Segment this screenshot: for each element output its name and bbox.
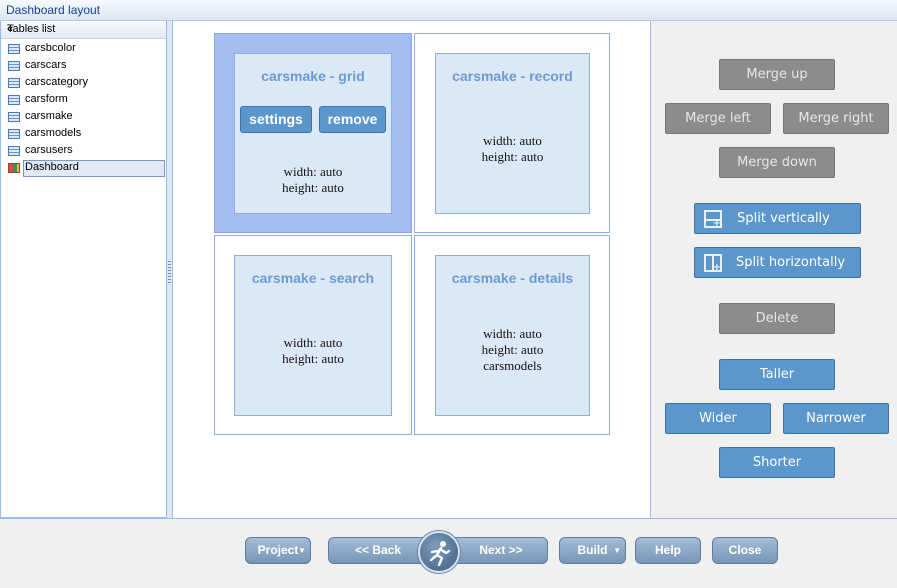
merge-right-button[interactable]: Merge right	[783, 103, 889, 134]
project-button[interactable]: Project ▼	[245, 537, 311, 564]
layout-cell-grid[interactable]: carsmake - grid settings remove width: a…	[214, 33, 412, 233]
window-titlebar: Dashboard layout	[0, 0, 897, 21]
table-icon	[8, 95, 20, 105]
footer-bar: Project ▼ << Back Next >> Build ▼ Help C…	[0, 518, 897, 588]
shorter-button[interactable]: Shorter	[719, 447, 835, 478]
table-item-label: carsmodels	[25, 127, 82, 139]
tables-list: carsbcolor carscars carscategory carsfor…	[1, 39, 166, 177]
table-icon	[8, 44, 20, 54]
table-item-label: carscars	[25, 59, 67, 71]
close-button[interactable]: Close	[712, 537, 778, 564]
window-title: Dashboard layout	[6, 3, 101, 17]
wider-button[interactable]: Wider	[665, 403, 771, 434]
build-label: Build	[577, 543, 608, 557]
run-icon[interactable]	[418, 531, 460, 573]
cell-height: height: auto	[282, 351, 344, 366]
splitter-grip-icon[interactable]	[168, 261, 171, 283]
split-horizontally-label: Split horizontally	[735, 255, 846, 270]
table-item-label: carsusers	[25, 144, 73, 156]
table-item-carsbcolor[interactable]: carsbcolor	[1, 41, 166, 58]
help-button[interactable]: Help	[635, 537, 701, 564]
layout-cell-search[interactable]: carsmake - search width: auto height: au…	[214, 235, 412, 435]
cell-content: carsmake - details width: auto height: a…	[435, 255, 590, 416]
split-horizontally-button[interactable]: + Split horizontally	[694, 247, 861, 278]
cell-width: width: auto	[283, 335, 343, 350]
settings-button[interactable]: settings	[240, 106, 312, 133]
table-item-label: carscategory	[25, 76, 88, 88]
cell-title: carsmake - details	[451, 270, 574, 286]
table-item-carscars[interactable]: carscars	[1, 58, 166, 75]
actions-panel: Merge up Merge left Merge right Merge do…	[651, 21, 897, 518]
cell-content: carsmake - search width: auto height: au…	[234, 255, 392, 416]
merge-left-button[interactable]: Merge left	[665, 103, 771, 134]
cell-width: width: auto	[483, 326, 542, 341]
build-button[interactable]: Build ▼	[559, 537, 626, 564]
dropdown-arrow-icon: ▼	[298, 546, 306, 555]
cell-width: width: auto	[283, 164, 343, 179]
project-label: Project	[257, 543, 299, 557]
table-item-label: carsbcolor	[25, 42, 76, 54]
table-icon	[8, 112, 20, 122]
cell-title: carsmake - record	[452, 68, 573, 84]
layout-canvas: carsmake - grid settings remove width: a…	[173, 21, 651, 518]
cell-info: width: auto height: auto carsmodels	[436, 326, 589, 374]
table-item-carsmake[interactable]: carsmake	[1, 109, 166, 126]
split-horizontal-icon: +	[704, 254, 722, 273]
collapse-icon[interactable]: «	[7, 23, 14, 35]
table-item-carsform[interactable]: carsform	[1, 92, 166, 109]
taller-button[interactable]: Taller	[719, 359, 835, 390]
table-item-dashboard[interactable]: Dashboard	[1, 160, 166, 177]
table-icon	[8, 61, 20, 71]
merge-up-button[interactable]: Merge up	[719, 59, 835, 90]
panel-splitter[interactable]	[167, 21, 173, 518]
cell-content: carsmake - record width: auto height: au…	[435, 53, 590, 214]
layout-cell-record[interactable]: carsmake - record width: auto height: au…	[414, 33, 610, 233]
table-item-carsmodels[interactable]: carsmodels	[1, 126, 166, 143]
split-vertically-button[interactable]: + Split vertically	[694, 203, 861, 234]
cell-height: height: auto	[282, 180, 344, 195]
table-icon	[8, 129, 20, 139]
table-item-carscategory[interactable]: carscategory	[1, 75, 166, 92]
cell-width: width: auto	[483, 133, 542, 148]
cell-detail-table: carsmodels	[483, 358, 542, 373]
cell-content: carsmake - grid settings remove width: a…	[234, 53, 392, 214]
table-item-label: carsmake	[25, 110, 73, 122]
table-item-carsusers[interactable]: carsusers	[1, 143, 166, 160]
cell-title: carsmake - grid	[261, 68, 365, 84]
table-icon	[8, 146, 20, 156]
cell-height: height: auto	[481, 342, 544, 357]
merge-down-button[interactable]: Merge down	[719, 147, 835, 178]
layout-cell-details[interactable]: carsmake - details width: auto height: a…	[414, 235, 610, 435]
narrower-button[interactable]: Narrower	[783, 403, 889, 434]
remove-button[interactable]: remove	[319, 106, 386, 133]
cell-info: width: auto height: auto	[235, 335, 391, 367]
dropdown-arrow-icon: ▼	[613, 546, 621, 555]
next-button[interactable]: Next >>	[450, 537, 548, 564]
tables-list-header: Tables list «	[1, 21, 166, 39]
table-item-label: carsform	[25, 93, 68, 105]
delete-button[interactable]: Delete	[719, 303, 835, 334]
split-vertically-label: Split vertically	[737, 211, 830, 226]
cell-height: height: auto	[481, 149, 544, 164]
tables-list-panel: Tables list « carsbcolor carscars carsca…	[0, 21, 167, 518]
cell-info: width: auto height: auto	[436, 133, 589, 165]
cell-info: width: auto height: auto	[235, 164, 391, 196]
table-icon	[8, 78, 20, 88]
cell-title: carsmake - search	[251, 270, 375, 286]
split-vertical-icon: +	[704, 210, 722, 229]
table-item-label: Dashboard	[23, 160, 165, 177]
back-button[interactable]: << Back	[328, 537, 428, 564]
dashboard-icon	[8, 163, 20, 173]
tables-list-title: Tables list	[7, 23, 56, 35]
